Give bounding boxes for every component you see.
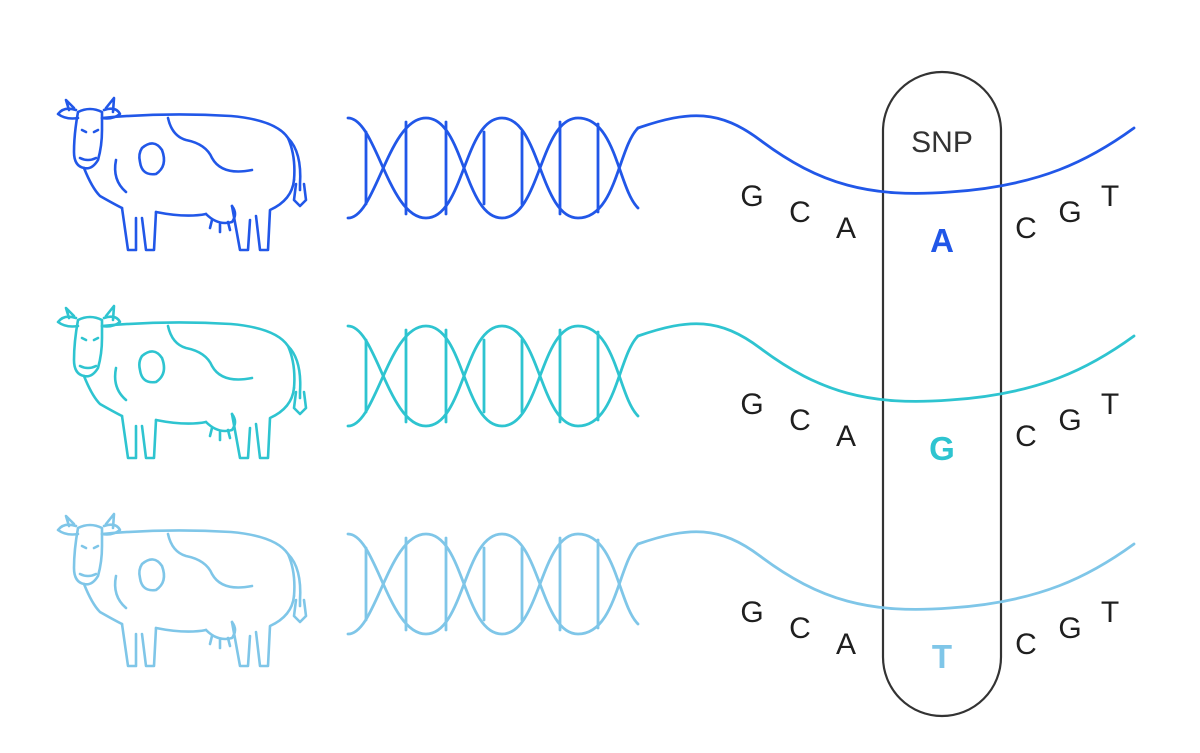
left-bases: G C A <box>740 596 856 661</box>
base-letter: C <box>1015 212 1037 245</box>
base-letter: C <box>1015 628 1037 661</box>
base-letter: G <box>1058 612 1081 645</box>
base-letter: C <box>789 196 811 229</box>
cow-icon <box>56 512 308 668</box>
base-letter: G <box>740 596 763 629</box>
dna-helix-icon <box>346 532 640 636</box>
base-letter: G <box>1058 404 1081 437</box>
base-letter: T <box>1101 388 1119 421</box>
base-letter: A <box>836 212 856 245</box>
sequence-row-3: G C A T C G T <box>56 512 1136 675</box>
base-letter: G <box>1058 196 1081 229</box>
base-letter: A <box>836 420 856 453</box>
snp-label: SNP <box>911 126 973 159</box>
base-letter: C <box>789 612 811 645</box>
dna-helix-icon <box>346 116 640 220</box>
base-letter: G <box>740 388 763 421</box>
dna-strand <box>636 322 1136 403</box>
left-bases: G C A <box>740 388 856 453</box>
cow-icon <box>56 304 308 460</box>
sequence-row-2: G C A G C G T <box>56 304 1136 467</box>
snp-base: G <box>929 430 955 467</box>
base-letter: A <box>836 628 856 661</box>
snp-highlight-box <box>881 70 1003 718</box>
base-letter: T <box>1101 180 1119 213</box>
sequence-row-1: G C A A C G T <box>56 96 1136 259</box>
snp-base: T <box>932 638 952 675</box>
dna-strand <box>636 530 1136 611</box>
right-bases: C G T <box>1015 596 1119 661</box>
right-bases: C G T <box>1015 388 1119 453</box>
base-letter: T <box>1101 596 1119 629</box>
dna-strand <box>636 114 1136 195</box>
base-letter: C <box>789 404 811 437</box>
base-letter: G <box>740 180 763 213</box>
dna-helix-icon <box>346 324 640 428</box>
left-bases: G C A <box>740 180 856 245</box>
cow-icon <box>56 96 308 252</box>
snp-base: A <box>930 222 954 259</box>
base-letter: C <box>1015 420 1037 453</box>
right-bases: C G T <box>1015 180 1119 245</box>
